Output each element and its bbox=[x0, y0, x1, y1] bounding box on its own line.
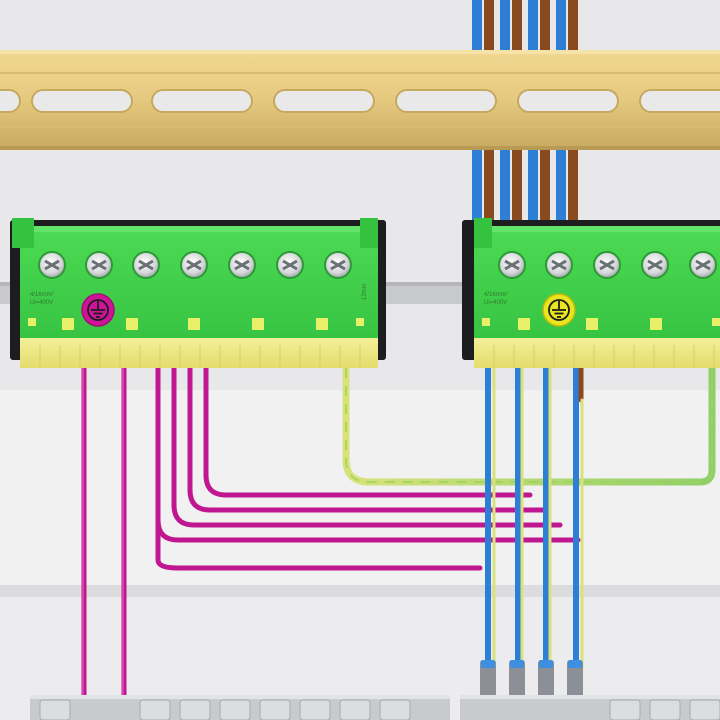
screw-icon[interactable] bbox=[228, 251, 256, 279]
screw-icon[interactable] bbox=[180, 251, 208, 279]
screw-icon[interactable] bbox=[276, 251, 304, 279]
ground-badge-magenta bbox=[81, 293, 115, 327]
ground-symbol-icon bbox=[87, 299, 109, 321]
right-output-wires bbox=[485, 365, 584, 671]
panel-edge bbox=[0, 585, 720, 597]
screw-icon[interactable] bbox=[324, 251, 352, 279]
right-spec-line1: 4/16mm² bbox=[484, 292, 508, 298]
right-spec-line2: Ui=400V bbox=[484, 300, 507, 306]
left-spec-line1: 4/16mm² bbox=[30, 292, 54, 298]
panel-band bbox=[0, 390, 720, 585]
screw-icon[interactable] bbox=[689, 251, 717, 279]
ground-symbol-icon bbox=[548, 299, 570, 321]
screw-icon[interactable] bbox=[641, 251, 669, 279]
left-screws[interactable] bbox=[38, 251, 352, 279]
screw-icon[interactable] bbox=[85, 251, 113, 279]
magenta-wires bbox=[81, 365, 581, 720]
screw-icon[interactable] bbox=[545, 251, 573, 279]
ground-badge-yellow bbox=[542, 293, 576, 327]
left-terminal-block[interactable]: 4/16mm² Ui=400V 12mm bbox=[10, 218, 386, 368]
screw-icon[interactable] bbox=[132, 251, 160, 279]
ferrules bbox=[480, 660, 583, 700]
screw-icon[interactable] bbox=[498, 251, 526, 279]
left-side-label: 12mm bbox=[362, 283, 368, 300]
right-terminal-block[interactable]: 4/16mm² Ui=400V bbox=[462, 218, 720, 368]
din-rail bbox=[0, 50, 720, 150]
right-screws[interactable] bbox=[498, 251, 717, 279]
screw-icon[interactable] bbox=[593, 251, 621, 279]
left-spec-line2: Ui=400V bbox=[30, 300, 53, 306]
bottom-terminal-strip-right bbox=[460, 695, 720, 720]
screw-icon[interactable] bbox=[38, 251, 66, 279]
